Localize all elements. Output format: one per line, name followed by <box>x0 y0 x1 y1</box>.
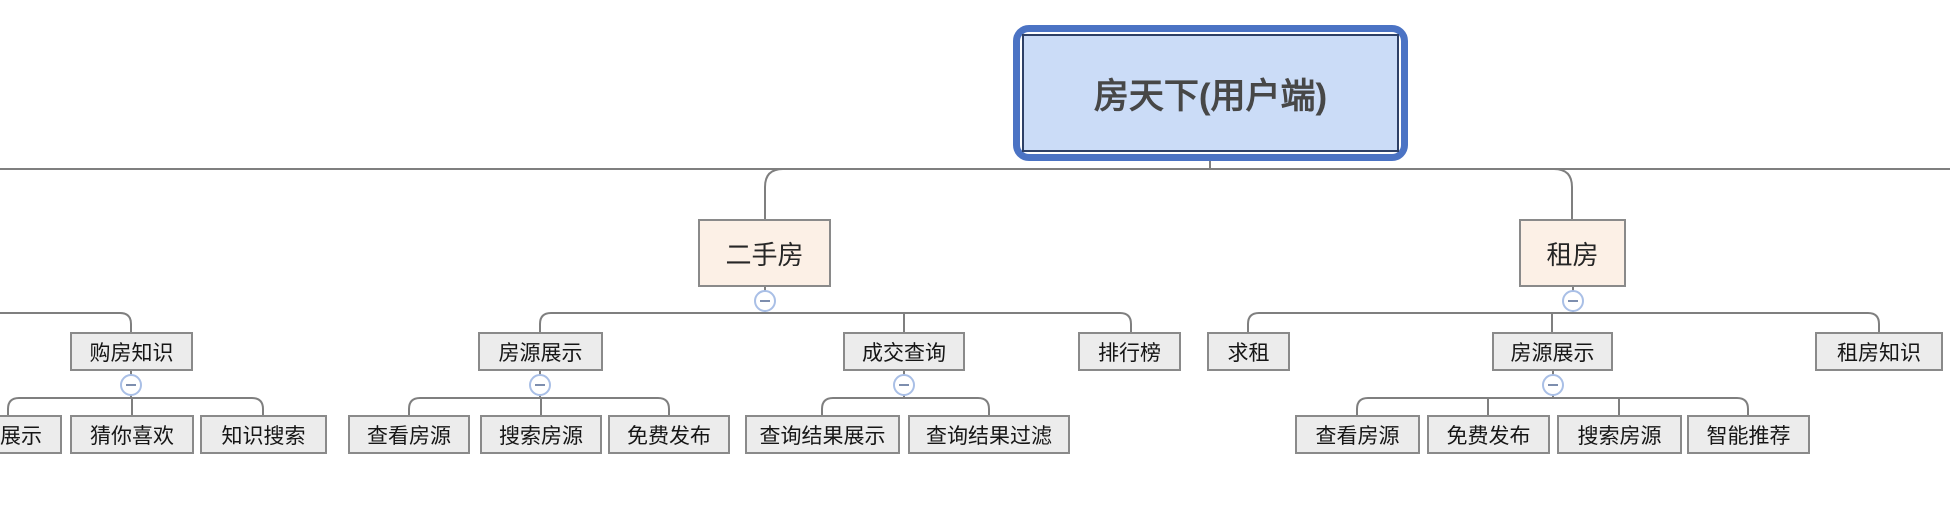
minus-glyph <box>535 384 545 386</box>
node-label: 智能推荐 <box>1706 424 1791 448</box>
node-label: 房天下(用户端) <box>1093 76 1328 116</box>
node-label: 展示 <box>0 424 42 448</box>
node-label: 求租 <box>1227 341 1270 365</box>
minus-glyph <box>1568 300 1578 302</box>
collapse-minus-icon-ershoufang[interactable] <box>754 290 776 312</box>
zufang-children-line <box>1247 312 1880 332</box>
minus-glyph <box>899 384 909 386</box>
node-qiuzu[interactable]: 求租 <box>1207 332 1290 371</box>
node-ershoufang[interactable]: 二手房 <box>698 219 831 287</box>
node-label: 查看房源 <box>367 424 451 448</box>
node-zhinengtuijian[interactable]: 智能推荐 <box>1687 415 1810 454</box>
node-zhishisousuo[interactable]: 知识搜索 <box>200 415 327 454</box>
ershoufang-children-line <box>539 312 1132 332</box>
node-label: 免费发布 <box>627 424 711 448</box>
goufangzhishi-children-line <box>7 397 264 415</box>
collapse-minus-icon-zufang[interactable] <box>1562 290 1584 312</box>
node-label: 猜你喜欢 <box>90 424 174 448</box>
node-label: 免费发布 <box>1446 424 1531 448</box>
node-paihangbang[interactable]: 排行榜 <box>1078 332 1181 371</box>
cropped-left-branch-line <box>0 312 132 332</box>
fangyuanzhanshi-esf-children-line <box>408 397 670 415</box>
minus-glyph <box>760 300 770 302</box>
node-goufangzhishi[interactable]: 购房知识 <box>70 332 193 371</box>
node-root[interactable]: 房天下(用户端) <box>1013 25 1408 161</box>
node-zufang[interactable]: 租房 <box>1519 219 1626 287</box>
minus-glyph <box>1548 384 1558 386</box>
node-sousuofangyuan-zf[interactable]: 搜索房源 <box>1557 415 1682 454</box>
chengjiaochaxun-children-line <box>821 397 990 415</box>
node-label: 查询结果过滤 <box>926 424 1052 448</box>
node-chengjiaochaxun[interactable]: 成交查询 <box>843 332 965 371</box>
collapse-minus-icon-chengjiaochaxun[interactable] <box>893 374 915 396</box>
fangyuanzhanshi-zf-children-line <box>1356 397 1749 415</box>
node-chaxunjieguozhanshi[interactable]: 查询结果展示 <box>745 415 900 454</box>
node-label: 搜索房源 <box>1577 424 1662 448</box>
node-sousuofangyuan-esf[interactable]: 搜索房源 <box>480 415 602 454</box>
node-label: 排行榜 <box>1098 341 1161 365</box>
node-chakanfangyuan-zf[interactable]: 查看房源 <box>1295 415 1420 454</box>
minus-glyph <box>126 384 136 386</box>
node-label: 二手房 <box>725 239 804 270</box>
node-chaxunjieguoguolv[interactable]: 查询结果过滤 <box>908 415 1070 454</box>
node-mianfeifabu-esf[interactable]: 免费发布 <box>608 415 730 454</box>
node-label: 租房 <box>1546 239 1599 270</box>
node-label: 房源展示 <box>1510 341 1595 365</box>
node-label: 查看房源 <box>1315 424 1400 448</box>
node-zufangzhishi[interactable]: 租房知识 <box>1815 332 1943 371</box>
node-cainixihuan[interactable]: 猜你喜欢 <box>70 415 194 454</box>
elbow-ershoufang <box>764 168 784 219</box>
node-label: 成交查询 <box>862 341 946 365</box>
node-label: 购房知识 <box>89 341 174 365</box>
node-label: 知识搜索 <box>221 424 306 448</box>
collapse-minus-icon-fangyuanzhanshi-esf[interactable] <box>529 374 551 396</box>
node-zhanshi-cropped[interactable]: 展示 <box>0 415 62 454</box>
node-fangyuanzhanshi-esf[interactable]: 房源展示 <box>478 332 603 371</box>
node-mianfeifabu-zf[interactable]: 免费发布 <box>1427 415 1550 454</box>
elbow-zufang <box>1553 168 1573 219</box>
node-fangyuanzhanshi-zf[interactable]: 房源展示 <box>1492 332 1613 371</box>
node-label: 搜索房源 <box>499 424 583 448</box>
node-label: 查询结果展示 <box>759 424 886 448</box>
node-chakanfangyuan-esf[interactable]: 查看房源 <box>348 415 470 454</box>
node-label: 租房知识 <box>1837 341 1921 365</box>
node-label: 房源展示 <box>498 341 583 365</box>
collapse-minus-icon-fangyuanzhanshi-zf[interactable] <box>1542 374 1564 396</box>
root-inner-panel: 房天下(用户端) <box>1022 34 1399 152</box>
collapse-minus-icon-goufangzhishi[interactable] <box>120 374 142 396</box>
